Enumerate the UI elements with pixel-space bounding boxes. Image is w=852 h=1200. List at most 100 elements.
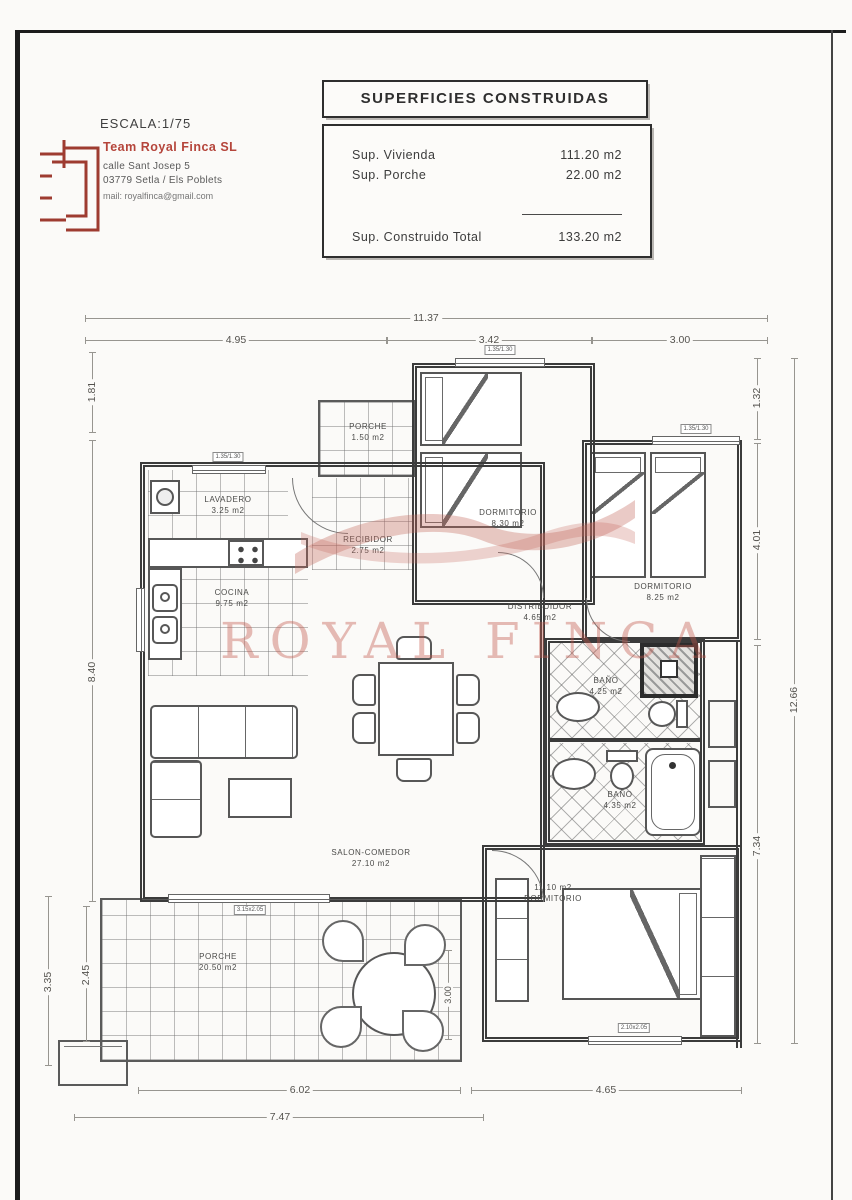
summary-vivienda-value: 111.20 m2 [560, 148, 622, 162]
dormitorio3-area: 11.10 m2 [534, 883, 572, 892]
dim-left-d: 2.45 [80, 961, 92, 989]
watermark-text: ROYAL FINCA [220, 612, 718, 670]
bano2-area: 4.35 m2 [603, 801, 637, 810]
kitchen-counter-left [148, 568, 182, 660]
bed-double [562, 888, 702, 1000]
bano1-name: BAÑO [593, 676, 619, 685]
label-porche-main: PORCHE 20.50 m2 [199, 951, 237, 973]
label-lavadero: LAVADERO 3.25 m2 [204, 494, 251, 516]
window-dormitorio2 [652, 436, 740, 445]
dim-bottom-c: 7.47 [266, 1111, 294, 1123]
dining-chair-left-1 [352, 674, 376, 706]
sofa-long [150, 705, 298, 759]
sheet-border-top [18, 30, 846, 33]
dim-top-total: 11.37 [410, 312, 442, 324]
label-cocina: COCINA 9.75 m2 [215, 587, 250, 609]
dim-top-b: 3.42 [475, 334, 503, 346]
dim-right-a: 1.32 [751, 384, 763, 412]
dining-chair-left-2 [352, 712, 376, 744]
toilet-bano2-tank [606, 750, 638, 762]
summary-title: SUPERFICIES CONSTRUIDAS [360, 90, 610, 107]
label-bano2: BAÑO 4.35 m2 [603, 789, 636, 811]
right-outer-wall [736, 640, 742, 1048]
dim-porch-depth: 3.00 [443, 983, 453, 1007]
lavadero-area: 3.25 m2 [211, 506, 245, 515]
scale-label: ESCALA:1/75 [100, 116, 192, 131]
summary-body-box: Sup. Vivienda 111.20 m2 Sup. Porche 22.0… [322, 124, 652, 258]
toilet-bano2-bowl [610, 762, 634, 790]
toilet-bano1-bowl [648, 701, 676, 727]
entry-step [58, 1040, 128, 1086]
summary-vivienda-label: Sup. Vivienda [352, 148, 436, 162]
banos-divider-wall [548, 738, 702, 742]
dormitorio1-area: 8.30 m2 [491, 519, 525, 528]
dim-bottom-b: 4.65 [592, 1084, 620, 1096]
window-dormitorio1-label: 1.35/1.30 [484, 345, 516, 355]
dining-chair-right-1 [456, 674, 480, 706]
washing-machine [150, 480, 180, 514]
label-recibidor: RECIBIDOR 2.75 m2 [343, 534, 393, 556]
dormitorio3-name: DORMITORIO [524, 894, 582, 903]
sofa-corner [150, 760, 202, 838]
porch-chair-nw [322, 920, 364, 962]
dim-right-c: 12.66 [788, 683, 800, 717]
washing-machine-drum-icon [156, 488, 174, 506]
window-salon [168, 894, 330, 903]
stove-icon [228, 540, 264, 566]
dormitorio2-name: DORMITORIO [634, 582, 692, 591]
salon-name: SALON-COMEDOR [331, 848, 411, 857]
porche-main-name: PORCHE [199, 952, 237, 961]
label-salon: SALON-COMEDOR 27.10 m2 [331, 847, 410, 869]
dim-right-b: 4.01 [751, 526, 763, 554]
label-porche-top: PORCHE 1.50 m2 [349, 421, 387, 443]
label-dormitorio2: DORMITORIO 8.25 m2 [634, 581, 692, 603]
dim-left-b: 8.40 [86, 658, 98, 686]
summary-title-box: SUPERFICIES CONSTRUIDAS [322, 80, 648, 118]
summary-divider [522, 214, 622, 215]
dining-chair-top [396, 636, 432, 660]
cocina-area: 9.75 m2 [215, 599, 249, 608]
bano2-name: BAÑO [607, 790, 633, 799]
watermark-ribbon-icon [295, 500, 635, 574]
dim-bottom-a: 6.02 [286, 1084, 314, 1096]
dining-table [378, 662, 454, 756]
company-mail: mail: royalfinca@gmail.com [103, 191, 214, 201]
dormitorio1-name: DORMITORIO [479, 508, 537, 517]
dining-chair-right-2 [456, 712, 480, 744]
main-block-walls [140, 462, 545, 902]
dining-chair-bottom [396, 758, 432, 782]
summary-porche-value: 22.00 m2 [565, 168, 622, 182]
cocina-name: COCINA [214, 588, 250, 597]
salon-area: 27.10 m2 [351, 859, 391, 868]
porche-top-name: PORCHE [349, 422, 387, 431]
dim-left-a: 1.81 [86, 378, 98, 406]
dim-right-d: 7.34 [751, 832, 763, 860]
porch-chair-se [402, 1010, 444, 1052]
company-address-1: calle Sant Josep 5 [103, 161, 191, 172]
lavadero-name: LAVADERO [204, 495, 252, 504]
summary-porche-label: Sup. Porche [352, 168, 427, 182]
shower-drain-icon [660, 660, 678, 678]
summary-total-label: Sup. Construido Total [352, 230, 482, 244]
label-distribuidor: DISTRIBUIDOR 4.65 m2 [508, 601, 573, 623]
window-dormitorio3-label: 2.10x2.05 [617, 1023, 651, 1033]
kitchen-sink-drain-1 [160, 592, 170, 602]
porch-chair-sw [320, 1006, 362, 1048]
dim-left-c: 3.35 [42, 968, 54, 996]
porche-main-area: 20.50 m2 [198, 963, 238, 972]
entry-step-line [64, 1046, 122, 1047]
company-name: Team Royal Finca SL [103, 140, 238, 154]
royal-finca-logo-icon [40, 140, 100, 232]
summary-total-value: 133.20 m2 [558, 230, 622, 244]
sheet-border-left [15, 30, 20, 1200]
window-lavadero [192, 465, 266, 474]
window-dormitorio2-label: 1.35/1.30 [680, 424, 712, 434]
dim-top-a: 4.95 [222, 334, 250, 346]
bathtub-inner [651, 754, 695, 830]
distribuidor-name: DISTRIBUIDOR [507, 602, 573, 611]
recibidor-area: 2.75 m2 [351, 546, 385, 555]
distribuidor-area: 4.65 m2 [523, 613, 557, 622]
bano1-area: 4.25 m2 [589, 687, 623, 696]
window-lavadero-label: 1.35/1.30 [212, 452, 244, 462]
